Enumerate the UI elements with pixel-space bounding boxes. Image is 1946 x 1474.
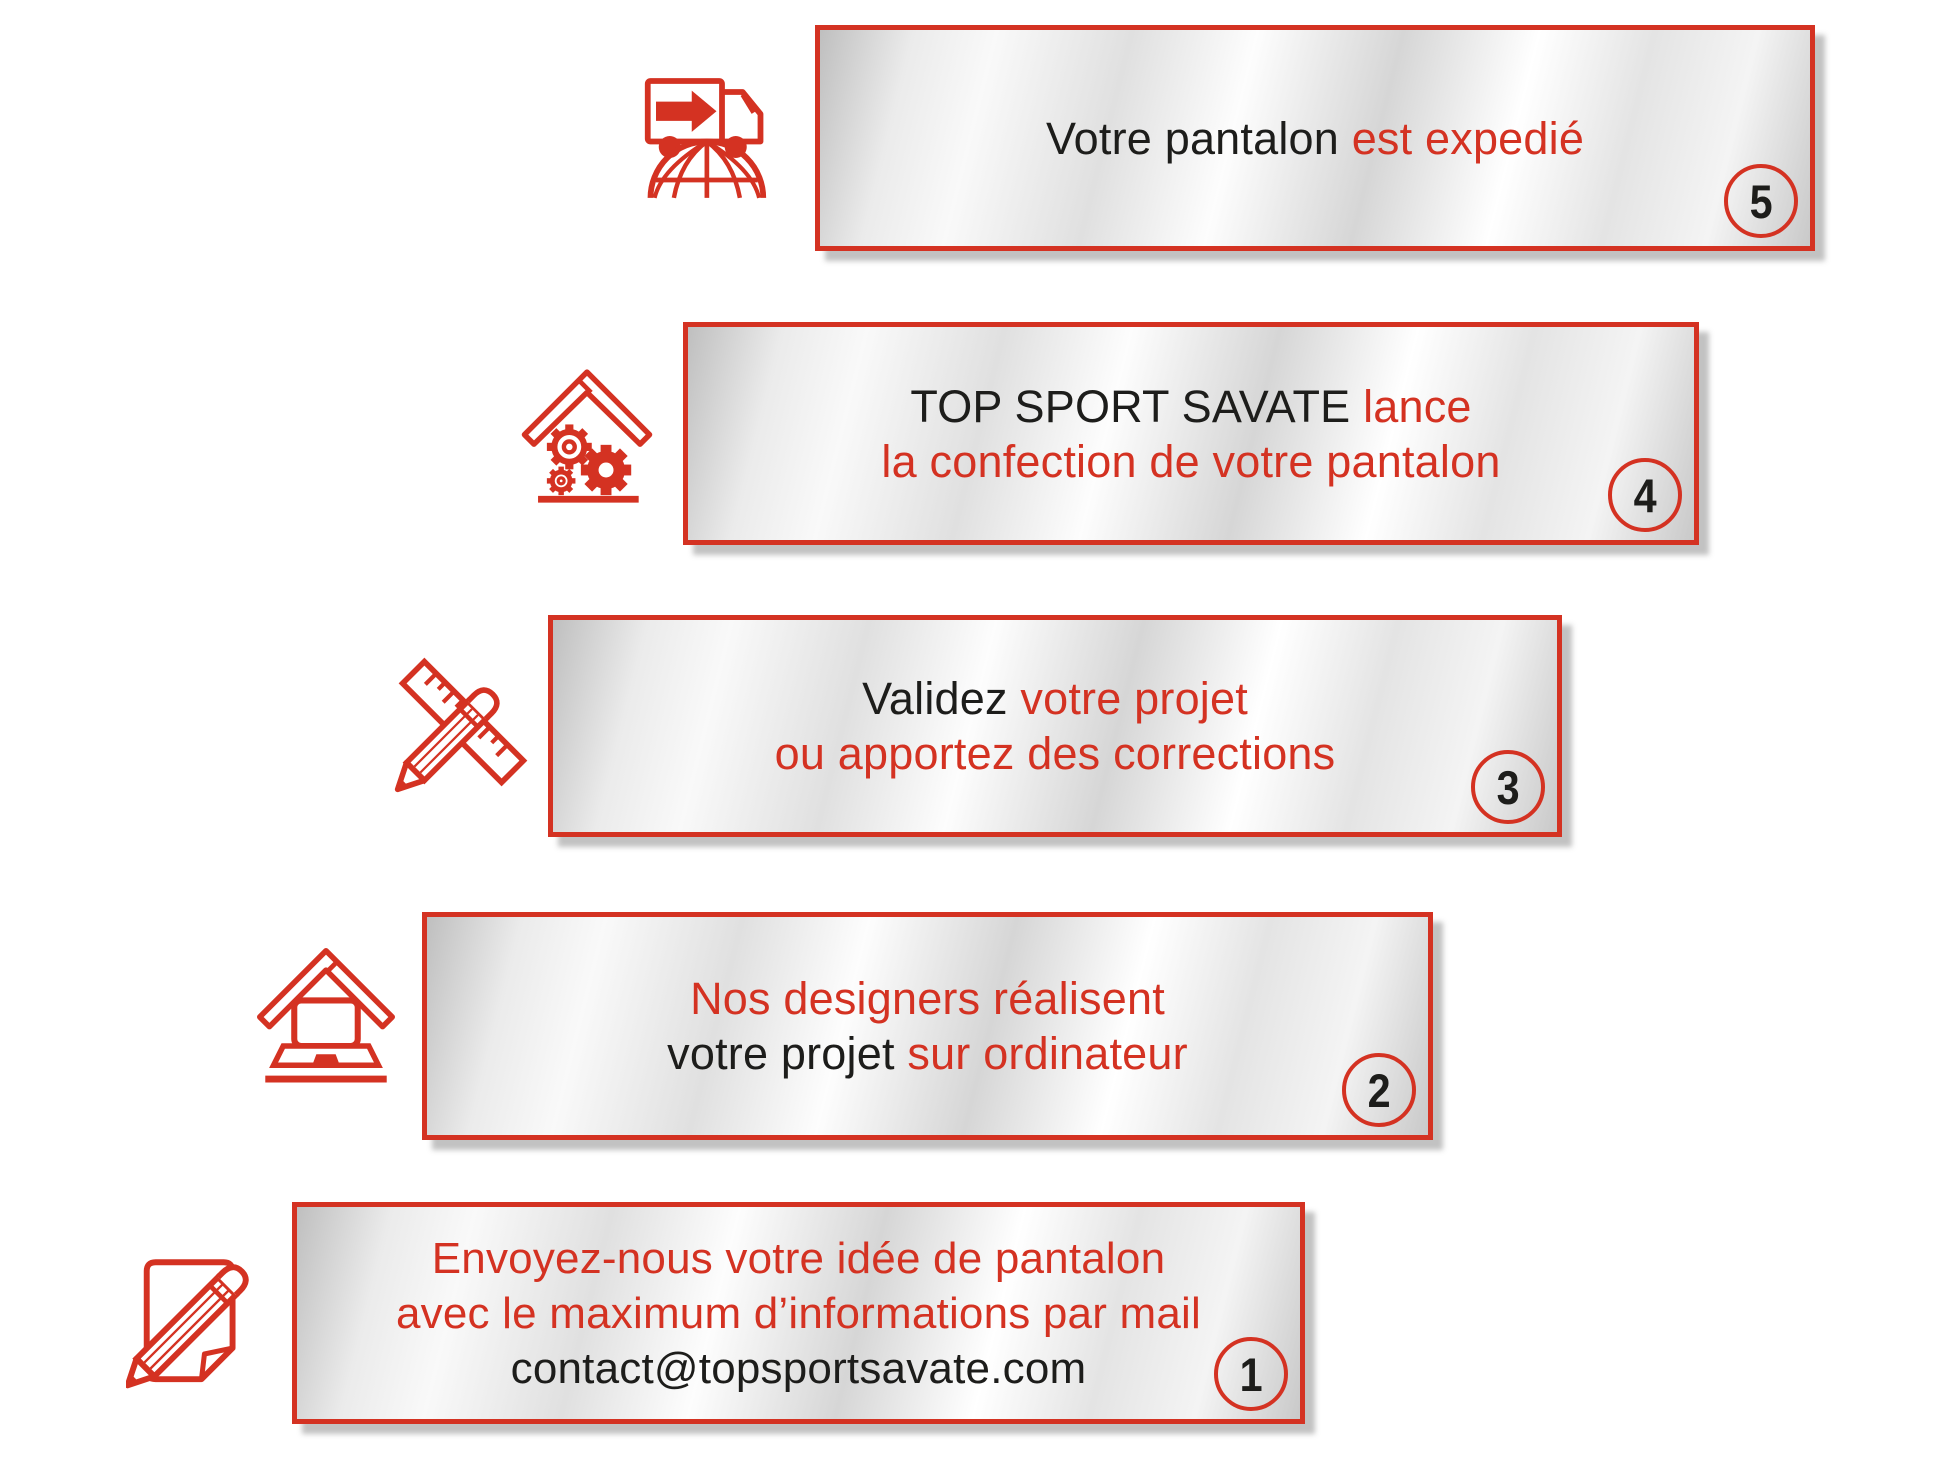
step-text: Validez votre projet ou apportez des cor… [553, 671, 1557, 781]
text-segment: avec le maximum d’informations par mail [396, 1288, 1201, 1338]
step-text: Envoyez-nous votre idée de pantalon avec… [297, 1231, 1300, 1396]
step-number-badge: 3 [1471, 750, 1545, 824]
text-segment: Validez [862, 673, 1021, 724]
step-text: Nos designers réalisent votre projet sur… [427, 971, 1428, 1081]
step-text-line: ou apportez des corrections [553, 726, 1557, 781]
ruler-pencil-cross-icon [392, 652, 532, 794]
text-segment: votre projet [1020, 673, 1248, 724]
step-text-line: Validez votre projet [553, 671, 1557, 726]
text-segment: votre projet [667, 1028, 908, 1079]
text-segment: Votre pantalon [1045, 112, 1352, 164]
text-segment: la confection de votre pantalon [881, 435, 1501, 487]
step-text-line: la confection de votre pantalon [688, 434, 1694, 489]
text-segment: ou apportez des corrections [774, 728, 1336, 779]
shipping-truck-globe-icon [640, 70, 782, 202]
step-text-line: TOP SPORT SAVATE lance [688, 379, 1694, 434]
step-text-line: Votre pantalon est expedié [820, 111, 1810, 166]
step-text: Votre pantalon est expedié [820, 111, 1810, 166]
step-text-line: avec le maximum d’informations par mail [297, 1286, 1300, 1341]
step-panel: Envoyez-nous votre idée de pantalon avec… [292, 1202, 1305, 1424]
factory-roof-gears-icon [518, 368, 656, 504]
step-text-line: votre projet sur ordinateur [427, 1026, 1428, 1081]
step-number-badge: 4 [1608, 458, 1682, 532]
step-text: TOP SPORT SAVATE lance la confection de … [688, 379, 1694, 489]
step-number-badge: 5 [1724, 164, 1798, 238]
step-panel: Votre pantalon est expedié 5 [815, 25, 1815, 251]
text-segment: est expedié [1351, 112, 1585, 164]
text-segment: contact@topsportsavate.com [510, 1343, 1087, 1393]
step-panel: Nos designers réalisent votre projet sur… [422, 912, 1433, 1140]
roof-laptop-icon [256, 948, 396, 1086]
step-panel: Validez votre projet ou apportez des cor… [548, 615, 1562, 837]
step-text-line: contact@topsportsavate.com [297, 1341, 1300, 1396]
text-segment: TOP SPORT SAVATE [910, 380, 1364, 432]
step-text-line: Nos designers réalisent [427, 971, 1428, 1026]
text-segment: Envoyez-nous votre idée de pantalon [431, 1233, 1166, 1283]
text-segment: sur ordinateur [907, 1028, 1188, 1079]
step-number-badge: 2 [1342, 1053, 1416, 1127]
notepad-pencil-icon [126, 1243, 274, 1391]
step-panel: TOP SPORT SAVATE lance la confection de … [683, 322, 1699, 545]
text-segment: Nos designers réalisent [690, 973, 1165, 1024]
step-text-line: Envoyez-nous votre idée de pantalon [297, 1231, 1300, 1286]
step-number-badge: 1 [1214, 1337, 1288, 1411]
text-segment: lance [1363, 380, 1472, 432]
